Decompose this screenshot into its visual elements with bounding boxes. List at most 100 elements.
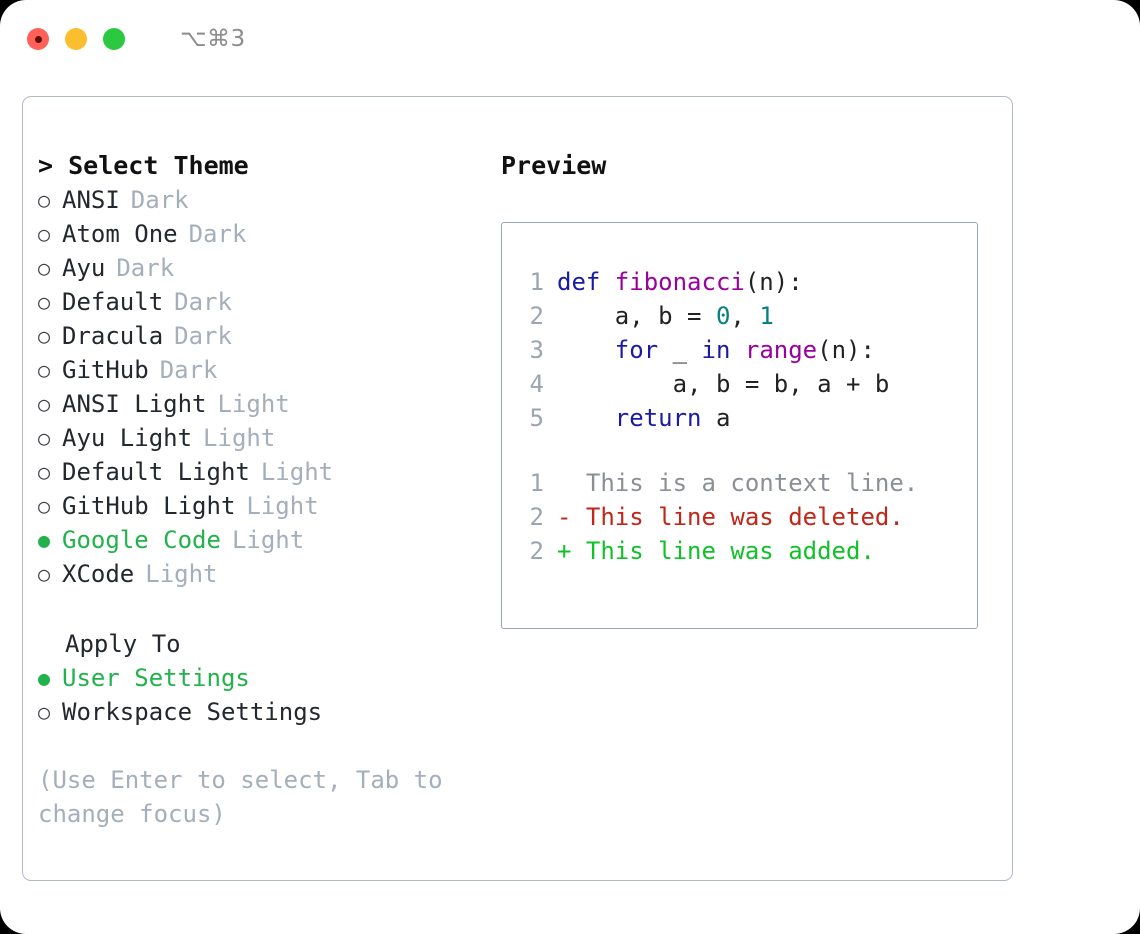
- keyboard-shortcut-label: ⌥⌘3: [180, 26, 246, 52]
- minimize-light-icon[interactable]: [65, 28, 87, 50]
- code-token-kw: return: [614, 404, 702, 432]
- code-token-num: 1: [759, 302, 774, 330]
- radio-unselected-icon[interactable]: ○: [38, 256, 51, 280]
- code-token-fn: fibonacci: [614, 268, 745, 296]
- theme-name-label: Dracula: [62, 322, 164, 350]
- theme-variant-label: Light: [231, 526, 305, 554]
- code-line: 5 return a: [516, 401, 977, 435]
- apply-to-option-row[interactable]: ● User Settings: [38, 661, 498, 695]
- theme-name-label: Default: [62, 288, 164, 316]
- line-number: 2: [529, 503, 544, 531]
- code-text: a, b = b, a + b: [557, 367, 890, 401]
- preview-heading: Preview: [501, 151, 607, 180]
- line-number: 2: [529, 302, 544, 330]
- code-token-kw: def: [557, 268, 615, 296]
- radio-unselected-icon[interactable]: ○: [38, 358, 51, 382]
- theme-name-label: Google Code: [62, 526, 221, 554]
- radio-unselected-icon[interactable]: ○: [38, 392, 51, 416]
- radio-unselected-icon[interactable]: ○: [38, 188, 51, 212]
- line-number: 1: [529, 268, 544, 296]
- radio-unselected-icon[interactable]: ○: [38, 222, 51, 246]
- theme-option-row[interactable]: ○ GitHub Dark: [38, 353, 498, 387]
- radio-unselected-icon[interactable]: ○: [38, 562, 51, 586]
- theme-option-row[interactable]: ○ Atom One Dark: [38, 217, 498, 251]
- code-token-pln: a, b =: [557, 302, 716, 330]
- radio-selected-icon[interactable]: ●: [38, 666, 51, 690]
- diff-marker: +: [557, 537, 586, 565]
- radio-unselected-icon[interactable]: ○: [38, 494, 51, 518]
- diff-line-add: 2 + This line was added.: [516, 534, 977, 568]
- line-number: 5: [529, 404, 544, 432]
- theme-option-row[interactable]: ● Google Code Light: [38, 523, 498, 557]
- code-line: 2 a, b = 0, 1: [516, 299, 977, 333]
- radio-selected-icon[interactable]: ●: [38, 528, 51, 552]
- line-number: 1: [529, 469, 544, 497]
- theme-name-label: GitHub Light: [62, 492, 236, 520]
- apply-to-list[interactable]: ● User Settings ○ Workspace Settings: [38, 661, 498, 729]
- line-number: 3: [529, 336, 544, 364]
- zoom-light-icon[interactable]: [103, 28, 125, 50]
- apply-to-label: Workspace Settings: [62, 698, 323, 726]
- theme-variant-label: Dark: [174, 322, 232, 350]
- theme-option-row[interactable]: ○ Default Dark: [38, 285, 498, 319]
- theme-variant-label: Dark: [116, 254, 175, 282]
- theme-name-label: XCode: [62, 560, 135, 588]
- theme-option-row[interactable]: ○ ANSI Light Light: [38, 387, 498, 421]
- code-token-pln: a: [701, 404, 731, 432]
- diff-line-ctx: 1 This is a context line.: [516, 466, 977, 500]
- close-light-icon[interactable]: [27, 28, 49, 50]
- code-token-pln: (n):: [817, 336, 875, 364]
- apply-to-heading: Apply To: [65, 630, 181, 658]
- theme-variant-label: Dark: [159, 356, 218, 384]
- code-token-kw: for: [614, 336, 659, 364]
- theme-name-label: Atom One: [62, 220, 178, 248]
- theme-option-row[interactable]: ○ ANSI Dark: [38, 183, 498, 217]
- line-number: 2: [529, 537, 544, 565]
- theme-name-label: ANSI Light: [62, 390, 207, 418]
- code-line: 1 def fibonacci(n):: [516, 265, 977, 299]
- radio-unselected-icon[interactable]: ○: [38, 460, 51, 484]
- diff-text: This is a context line.: [585, 469, 919, 497]
- theme-name-label: Default Light: [62, 458, 250, 486]
- code-token-pln: (n):: [744, 268, 803, 296]
- code-text: return a: [557, 401, 731, 435]
- diff-text: This line was deleted.: [585, 503, 904, 531]
- title-bar: ⌥⌘3: [0, 0, 1140, 78]
- theme-option-row[interactable]: ○ Ayu Light Light: [38, 421, 498, 455]
- theme-variant-label: Dark: [188, 220, 247, 248]
- line-number: 4: [529, 370, 544, 398]
- code-text: for _ in range(n):: [557, 333, 875, 367]
- apply-to-label: User Settings: [62, 664, 250, 692]
- theme-variant-label: Light: [217, 390, 290, 418]
- radio-unselected-icon[interactable]: ○: [38, 324, 51, 348]
- radio-unselected-icon[interactable]: ○: [38, 700, 51, 724]
- radio-unselected-icon[interactable]: ○: [38, 290, 51, 314]
- theme-option-row[interactable]: ○ Dracula Dark: [38, 319, 498, 353]
- theme-name-label: Ayu Light: [62, 424, 193, 452]
- radio-unselected-icon[interactable]: ○: [38, 426, 51, 450]
- diff-text: This line was added.: [585, 537, 875, 565]
- code-token-pln: [557, 336, 615, 364]
- diff-marker: [557, 466, 586, 500]
- code-token-pln: ,: [730, 302, 760, 330]
- theme-variant-label: Dark: [174, 288, 232, 316]
- theme-name-label: GitHub: [62, 356, 149, 384]
- window-controls: [27, 28, 125, 50]
- theme-name-label: ANSI: [62, 186, 120, 214]
- code-token-pln: [730, 336, 744, 364]
- apply-to-option-row[interactable]: ○ Workspace Settings: [38, 695, 498, 729]
- code-line: 3 for _ in range(n):: [516, 333, 977, 367]
- code-text: def fibonacci(n):: [557, 265, 803, 299]
- theme-variant-label: Dark: [130, 186, 189, 214]
- theme-variant-label: Light: [203, 424, 276, 452]
